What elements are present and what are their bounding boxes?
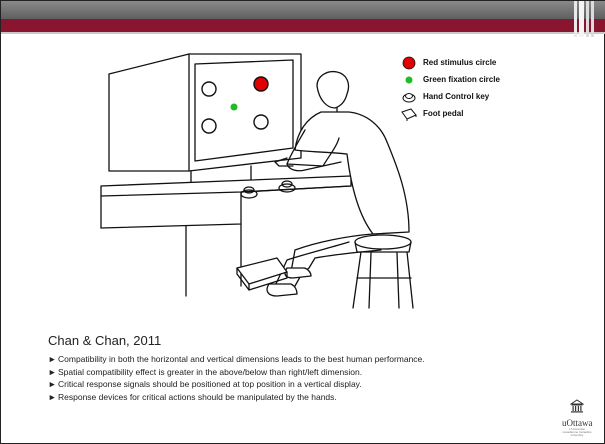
list-item: ►Spatial compatibility effect is greater…: [48, 366, 578, 379]
slide-divider: [1, 32, 605, 34]
bullet-text: Critical response signals should be posi…: [58, 379, 362, 389]
legend-item: Red stimulus circle: [401, 54, 500, 71]
red-circle-icon: [401, 56, 417, 70]
legend-label: Green fixation circle: [423, 75, 500, 84]
corner-decoration: [574, 1, 598, 37]
bullet-marker: ►: [48, 378, 58, 391]
legend-label: Red stimulus circle: [423, 58, 496, 67]
foot-pedal-icon: [401, 107, 417, 121]
legend-label: Foot pedal: [423, 109, 463, 118]
building-icon: [570, 399, 584, 413]
legend: Red stimulus circle Green fixation circl…: [401, 54, 500, 122]
logo-tagline: L'Université canadienne Canada's univers…: [562, 428, 592, 437]
bullet-list: ►Compatibility in both the horizontal an…: [48, 353, 578, 403]
legend-label: Hand Control key: [423, 92, 489, 101]
legend-item: Foot pedal: [401, 105, 500, 122]
hand-control-key-icon: [401, 90, 417, 104]
citation: Chan & Chan, 2011: [48, 333, 161, 348]
green-circle-icon: [401, 73, 417, 87]
bullet-marker: ►: [48, 366, 58, 379]
bullet-text: Spatial compatibility effect is greater …: [58, 367, 362, 377]
bullet-text: Response devices for critical actions sh…: [58, 392, 337, 402]
legend-item: Green fixation circle: [401, 71, 500, 88]
university-logo: uOttawa L'Université canadienne Canada's…: [562, 399, 592, 437]
list-item: ►Compatibility in both the horizontal an…: [48, 353, 578, 366]
legend-item: Hand Control key: [401, 88, 500, 105]
slide-top-bar: [1, 1, 605, 19]
list-item: ►Critical response signals should be pos…: [48, 378, 578, 391]
bullet-marker: ►: [48, 391, 58, 404]
bullet-marker: ►: [48, 353, 58, 366]
bullet-text: Compatibility in both the horizontal and…: [58, 354, 425, 364]
list-item: ►Response devices for critical actions s…: [48, 391, 578, 404]
slide-accent-bar: [1, 19, 605, 32]
